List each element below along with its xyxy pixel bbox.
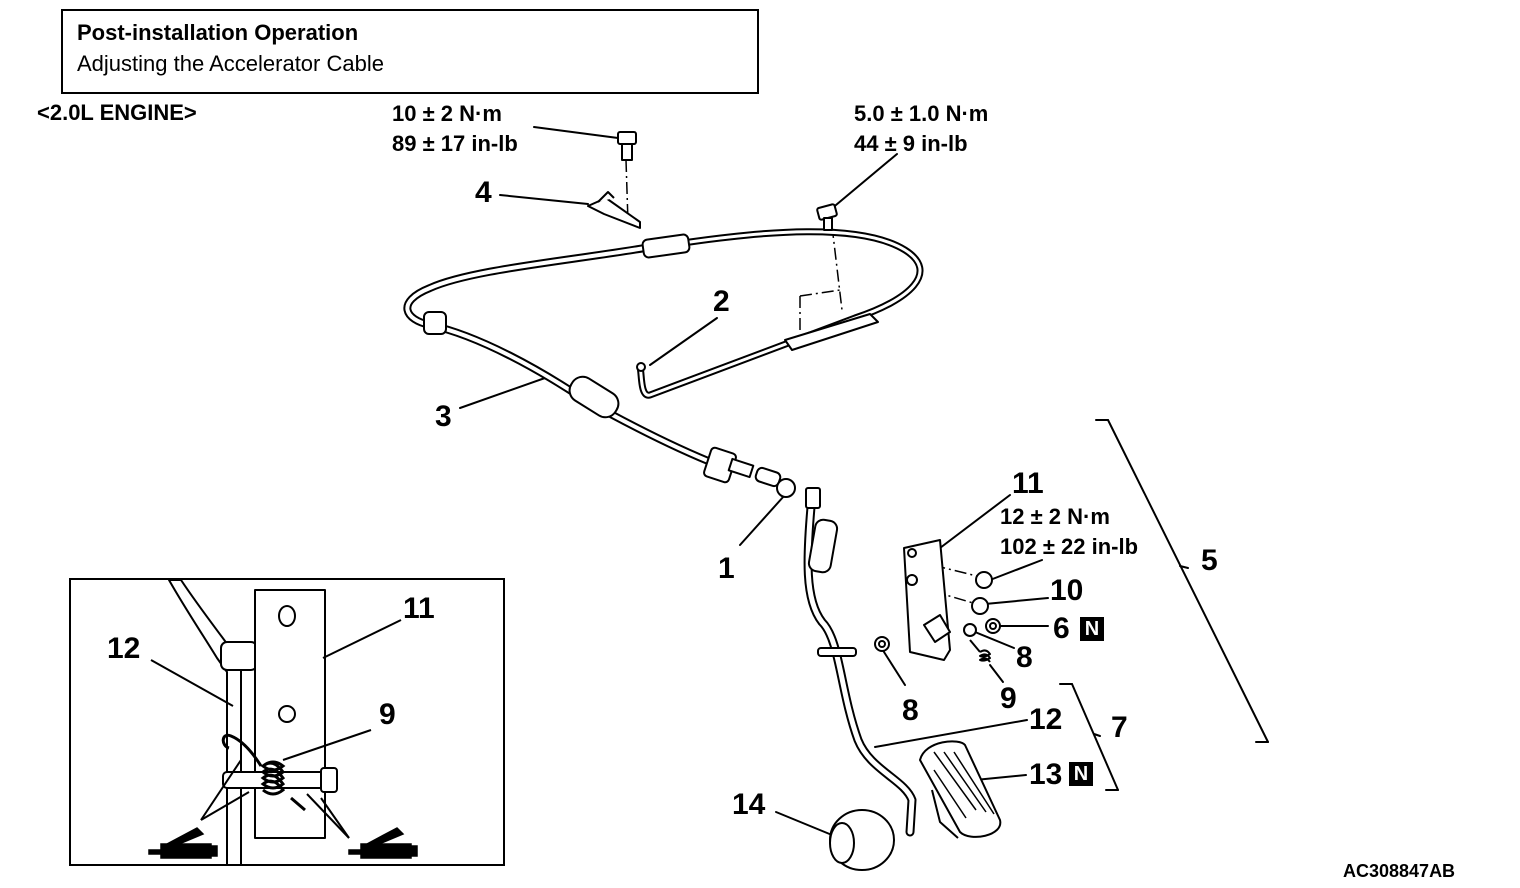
new-part-badge-13: N <box>1069 762 1093 786</box>
header-title: Post-installation Operation <box>77 20 359 45</box>
torque-spec-bracket-bolt: 10 ± 2 N·m 89 ± 17 in-lb <box>392 99 518 159</box>
callout-14: 14 <box>732 788 766 821</box>
header-subtitle: Adjusting the Accelerator Cable <box>77 51 384 76</box>
torque-imperial: 89 ± 17 in-lb <box>392 131 518 156</box>
torque-spec-pedal-nut: 12 ± 2 N·m 102 ± 22 in-lb <box>1000 502 1138 562</box>
torque-spec-cable-bolt: 5.0 ± 1.0 N·m 44 ± 9 in-lb <box>854 99 988 159</box>
inset-drawing <box>148 580 418 864</box>
torque-imperial: 44 ± 9 in-lb <box>854 131 968 156</box>
torque-metric: 12 ± 2 N·m <box>1000 504 1110 529</box>
callout-13: 13 <box>1029 758 1063 791</box>
callout-12: 12 <box>1029 703 1063 736</box>
callout-2: 2 <box>713 285 730 318</box>
callout-5: 5 <box>1201 544 1218 577</box>
figure-id: AC308847AB <box>1343 861 1456 881</box>
inset-callout-9: 9 <box>379 698 396 731</box>
callout-6: 6 <box>1053 612 1070 645</box>
torque-metric: 5.0 ± 1.0 N·m <box>854 101 989 126</box>
engine-label: <2.0L ENGINE> <box>37 100 197 125</box>
callout-1: 1 <box>718 552 735 585</box>
torque-metric: 10 ± 2 N·m <box>392 101 502 126</box>
callout-3: 3 <box>435 400 452 433</box>
callout-11: 11 <box>1012 467 1044 500</box>
new-part-badge-6: N <box>1080 617 1104 641</box>
torque-imperial: 102 ± 22 in-lb <box>1000 534 1139 559</box>
inset-callout-11: 11 <box>403 592 435 625</box>
inset-callout-12: 12 <box>107 632 141 665</box>
inset-detail-box: 11 12 9 <box>69 578 505 866</box>
callout-4: 4 <box>475 176 492 209</box>
callout-10: 10 <box>1050 574 1084 607</box>
callout-7: 7 <box>1111 711 1128 744</box>
header-box: Post-installation Operation Adjusting th… <box>61 9 759 94</box>
callout-9: 9 <box>1000 682 1017 715</box>
callout-8-left: 8 <box>902 694 919 727</box>
callout-8-right: 8 <box>1016 641 1033 674</box>
